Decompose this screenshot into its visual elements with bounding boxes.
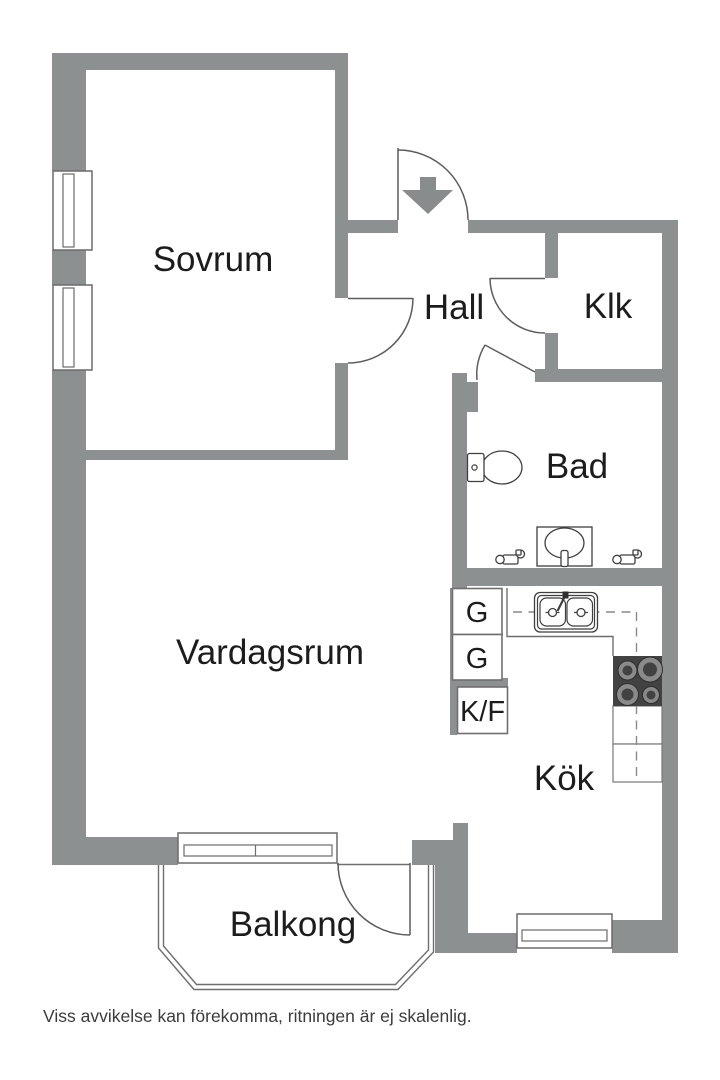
wall-bad-door-jamb (467, 382, 478, 412)
bad-door (476, 344, 536, 381)
room-label-balkong: Balkong (230, 905, 356, 944)
cabinet-label-g1: G (466, 597, 489, 629)
klk-door (489, 277, 546, 334)
stove-icon (613, 656, 663, 706)
wall-sovrum-bottom (86, 450, 345, 460)
cabinet-box-kf (456, 686, 509, 735)
window-sovrum-2 (52, 284, 93, 371)
wall-entry-right (468, 220, 678, 233)
counter-box (612, 743, 663, 783)
wall-kitchen-bottom-right (612, 920, 678, 953)
wall-kitchen-strip-v (450, 687, 457, 735)
water-valve-icon (612, 549, 643, 565)
wall-top (52, 53, 348, 70)
cabinet-label-g2: G (466, 643, 489, 675)
kitchen-fittings (451, 587, 663, 783)
door-arc (347, 297, 414, 364)
door-arc (489, 277, 546, 334)
room-label-bad: Bad (546, 447, 608, 486)
sovrum-door (347, 297, 414, 364)
room-label-sovrum: Sovrum (153, 240, 274, 279)
toilet-icon (466, 450, 523, 485)
room-label-klk: Klk (584, 287, 633, 326)
doors (337, 148, 546, 936)
room-label-kok: Kök (534, 759, 595, 798)
entrance-arrow-icon (402, 177, 453, 214)
kitchen-sink-icon (533, 591, 599, 633)
wall-left-upper (52, 70, 86, 171)
wall-kitchen-left-bar (435, 865, 468, 953)
balcony-outline (157, 865, 435, 991)
wall-klk-upper (545, 233, 558, 278)
disclaimer-text: Viss avvikelse kan förekomma, ritningen … (43, 1006, 472, 1026)
balcony-door (337, 862, 411, 936)
wall-bottom-left (52, 837, 178, 865)
window-kitchen (516, 913, 613, 949)
wall-balcony-block (412, 840, 468, 865)
wall-bad-bottom (452, 568, 678, 586)
wall-bad-top (535, 369, 662, 382)
wall-entry-left-nub (348, 220, 398, 233)
door-leaf (484, 344, 536, 373)
walls (52, 53, 678, 953)
cabinet-box-g2 (451, 633, 503, 681)
wall-sovrum-right-lower (335, 363, 348, 460)
windows (52, 170, 613, 949)
wall-balcony-nub (453, 823, 468, 840)
door-arc (337, 862, 411, 936)
wall-sovrum-right-upper (335, 70, 348, 298)
water-valve-icon (495, 549, 526, 565)
window-sovrum-1 (52, 170, 93, 251)
counter-box (612, 705, 663, 745)
window-balcony (177, 832, 338, 864)
wall-left-pier (52, 250, 86, 285)
wall-bad-left (452, 373, 467, 588)
counter-edge-line (506, 588, 614, 656)
wall-kitchen-strip-h (450, 678, 508, 687)
wall-klk-lower (545, 333, 558, 373)
room-label-hall: Hall (424, 288, 484, 327)
balcony-outer-line (157, 865, 435, 991)
door-arc (397, 149, 469, 221)
room-labels: Sovrum Hall Klk Bad Vardagsrum Kök Balko… (153, 240, 633, 944)
wall-right-outer (662, 220, 678, 953)
cabinet-label-kf: K/F (460, 696, 505, 728)
entry-door (397, 148, 469, 221)
wall-kitchen-bottom-left (468, 933, 517, 953)
wall-left-lower (52, 370, 86, 865)
bathroom-sink-icon (536, 526, 593, 568)
balcony-inner-line (162, 865, 430, 986)
room-label-vardagsrum: Vardagsrum (176, 633, 364, 672)
door-arc (476, 344, 486, 381)
